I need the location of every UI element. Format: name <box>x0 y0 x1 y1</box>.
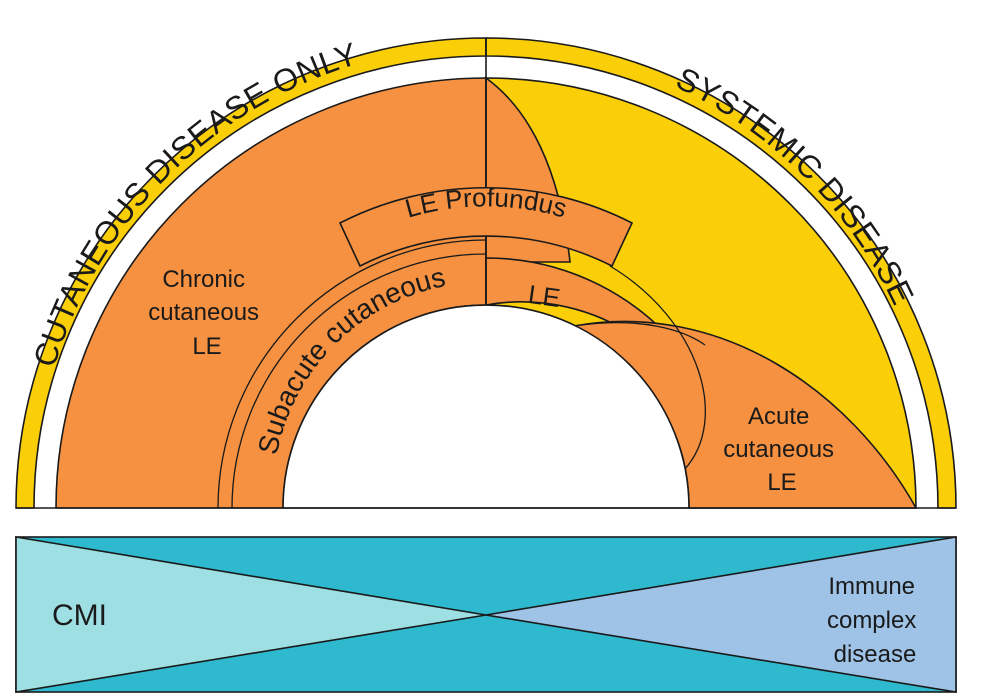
subacute-ring-inner <box>231 253 487 509</box>
overlap-line-1 <box>609 265 706 471</box>
le-profundus-box <box>338 187 634 268</box>
subacute-ring-outer <box>217 239 487 509</box>
inner-hole <box>282 304 690 509</box>
label-cmi: CMI <box>52 599 107 632</box>
label-chronic-cutaneous: Chronic cutaneous LE <box>148 266 265 360</box>
overlap-line-2 <box>573 321 706 346</box>
label-immune-complex: Immune complex disease <box>827 573 923 668</box>
cmi-wedge <box>15 536 487 693</box>
label-acute-cutaneous: Acute cutaneous LE <box>723 403 840 496</box>
label-subacute-le: LE <box>526 279 562 313</box>
immune-complex-wedge <box>485 536 957 693</box>
